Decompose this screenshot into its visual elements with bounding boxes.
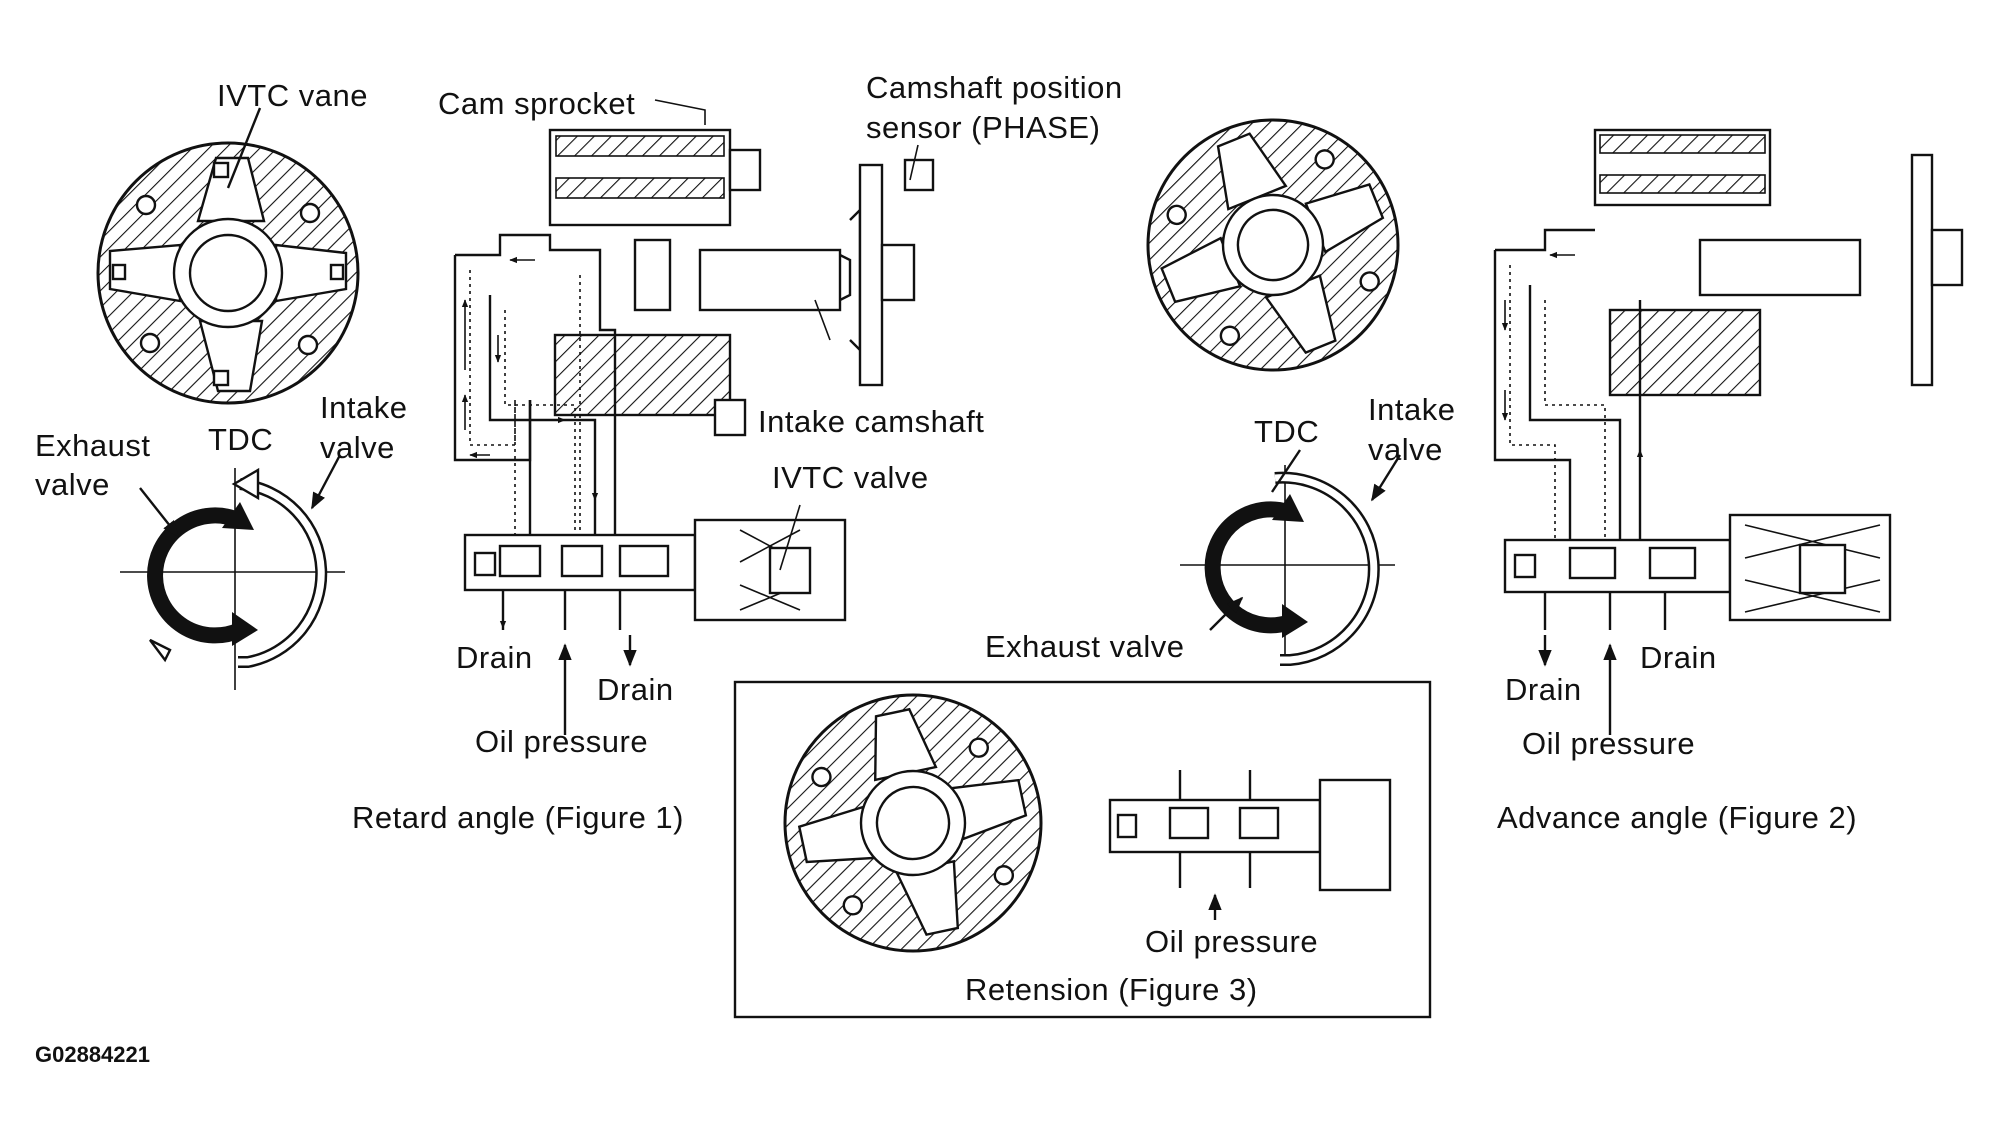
label-intake-1: Intake	[320, 390, 407, 425]
label-drain-fig1-left: Drain	[456, 640, 533, 675]
fig2-vanes	[1160, 132, 1385, 355]
label-tdc-fig1: TDC	[208, 422, 273, 457]
caption-figure1: Retard angle (Figure 1)	[352, 800, 684, 835]
fig2-vane-rotor	[1146, 118, 1400, 372]
fig1-vane-rotor	[96, 107, 360, 405]
fig3-vanes	[797, 707, 1028, 937]
label-tdc-fig2: TDC	[1254, 414, 1319, 449]
fig1-timing-dial	[120, 454, 345, 690]
label-drain-fig1-right: Drain	[597, 672, 674, 707]
label-exhaust-fig2: Exhaust valve	[985, 629, 1185, 664]
caption-figure2: Advance angle (Figure 2)	[1497, 800, 1857, 835]
fig3-box	[733, 680, 1432, 1019]
label-ivtc-vane: IVTC vane	[217, 78, 368, 113]
label-oil-pressure-fig3: Oil pressure	[1145, 924, 1318, 959]
figure-id: G02884221	[35, 1042, 150, 1067]
label-oil-pressure-fig1: Oil pressure	[475, 724, 648, 759]
label-drain-fig2-right: Drain	[1640, 640, 1717, 675]
caption-figure3: Retension (Figure 3)	[965, 972, 1258, 1007]
label-ivtc-valve: IVTC valve	[772, 460, 929, 495]
label-exhaust-1: Exhaust	[35, 428, 151, 463]
label-intake-2: valve	[320, 430, 395, 465]
label-camshaft-sensor-2: sensor (PHASE)	[866, 110, 1100, 145]
fig2-timing-dial	[1180, 449, 1402, 666]
label-oil-pressure-fig2: Oil pressure	[1522, 726, 1695, 761]
fig1-assembly	[453, 99, 935, 735]
fig1-vanes	[108, 156, 348, 393]
label-camshaft-sensor-1: Camshaft position	[866, 70, 1123, 105]
label-drain-fig2-left: Drain	[1505, 672, 1582, 707]
label-intake-fig2-1: Intake	[1368, 392, 1455, 427]
label-cam-sprocket: Cam sprocket	[438, 86, 635, 121]
label-exhaust-2: valve	[35, 467, 110, 502]
label-intake-fig2-2: valve	[1368, 432, 1443, 467]
fig2-assembly	[1493, 128, 1964, 735]
label-intake-camshaft: Intake camshaft	[758, 404, 984, 439]
